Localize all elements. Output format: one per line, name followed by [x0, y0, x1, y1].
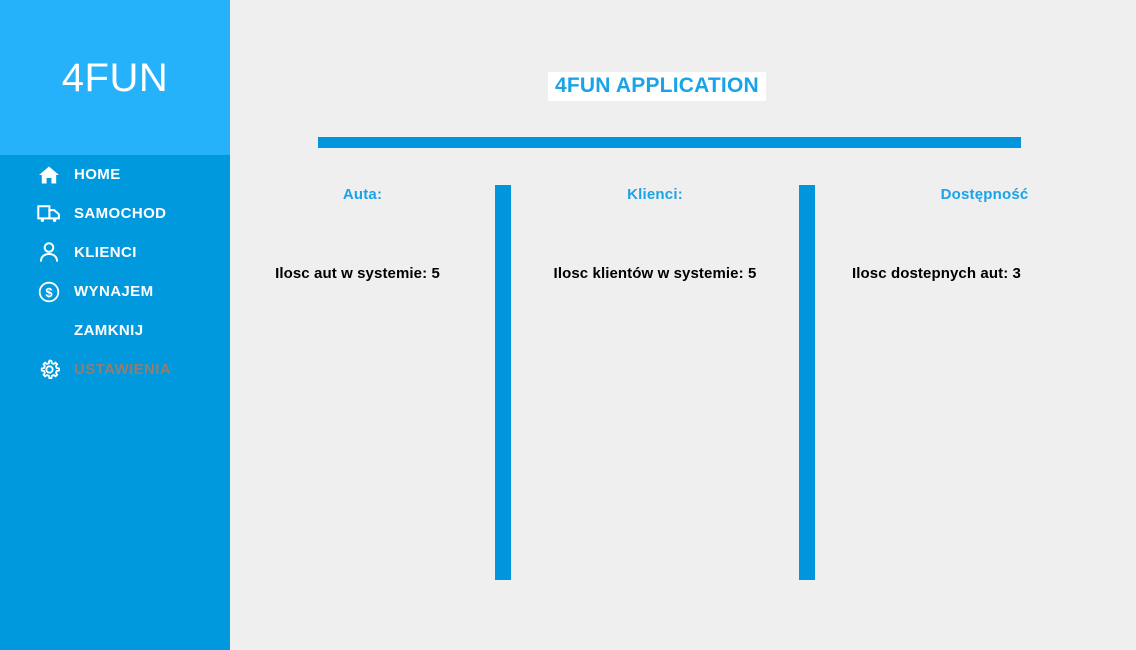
sidebar-item-label: HOME: [74, 166, 121, 183]
stat-column-klienci: Klienci: Ilosc klientów w systemie: 5: [511, 0, 799, 650]
stat-column-dostepnosc: Dostępność Ilosc dostepnych aut: 3: [815, 0, 1136, 650]
sidebar-item-label: KLIENCI: [74, 244, 137, 261]
column-divider-1: [495, 185, 511, 580]
header-accent-bar: [318, 137, 1021, 148]
stat-column-header: Dostępność: [940, 186, 1029, 203]
sidebar-item-label: SAMOCHOD: [74, 205, 167, 222]
sidebar-item-ustawienia[interactable]: USTAWIENIA: [0, 350, 230, 389]
sidebar-item-home[interactable]: HOME: [0, 155, 230, 194]
stat-column-header: Auta:: [342, 186, 383, 203]
stat-column-value: Ilosc dostepnych aut: 3: [852, 265, 1021, 282]
brand-title: 4FUN: [61, 55, 169, 100]
stat-column-header: Klienci:: [627, 186, 683, 203]
dollar-circle-icon: $: [36, 279, 62, 305]
gear-icon: [36, 357, 62, 383]
truck-icon: [36, 201, 62, 227]
stat-column-auta: Auta: Ilosc aut w systemie: 5: [230, 0, 495, 650]
sidebar-item-label: ZAMKNIJ: [74, 322, 144, 339]
page-title-container: 4FUN APPLICATION: [548, 72, 766, 102]
sidebar-brand: 4FUN: [0, 0, 230, 155]
sidebar-item-wynajem[interactable]: $ WYNAJEM: [0, 272, 230, 311]
sidebar-item-label: WYNAJEM: [74, 283, 154, 300]
stat-column-value: Ilosc klientów w systemie: 5: [553, 265, 757, 282]
sidebar-nav: HOME SAMOCHOD: [0, 155, 230, 389]
column-divider-2: [799, 185, 815, 580]
sidebar-item-label: USTAWIENIA: [74, 361, 172, 378]
no-icon-placeholder: [36, 318, 62, 344]
home-icon: [36, 162, 62, 188]
sidebar-item-samochod[interactable]: SAMOCHOD: [0, 194, 230, 233]
sidebar: 4FUN HOME: [0, 0, 230, 650]
stat-column-value: Ilosc aut w systemie: 5: [275, 265, 440, 282]
svg-text:$: $: [45, 285, 53, 300]
sidebar-item-zamknij[interactable]: ZAMKNIJ: [0, 311, 230, 350]
sidebar-item-klienci[interactable]: KLIENCI: [0, 233, 230, 272]
main-content: 4FUN APPLICATION Auta: Ilosc aut w syste…: [230, 0, 1136, 650]
person-icon: [36, 240, 62, 266]
page-title: 4FUN APPLICATION: [555, 74, 759, 97]
